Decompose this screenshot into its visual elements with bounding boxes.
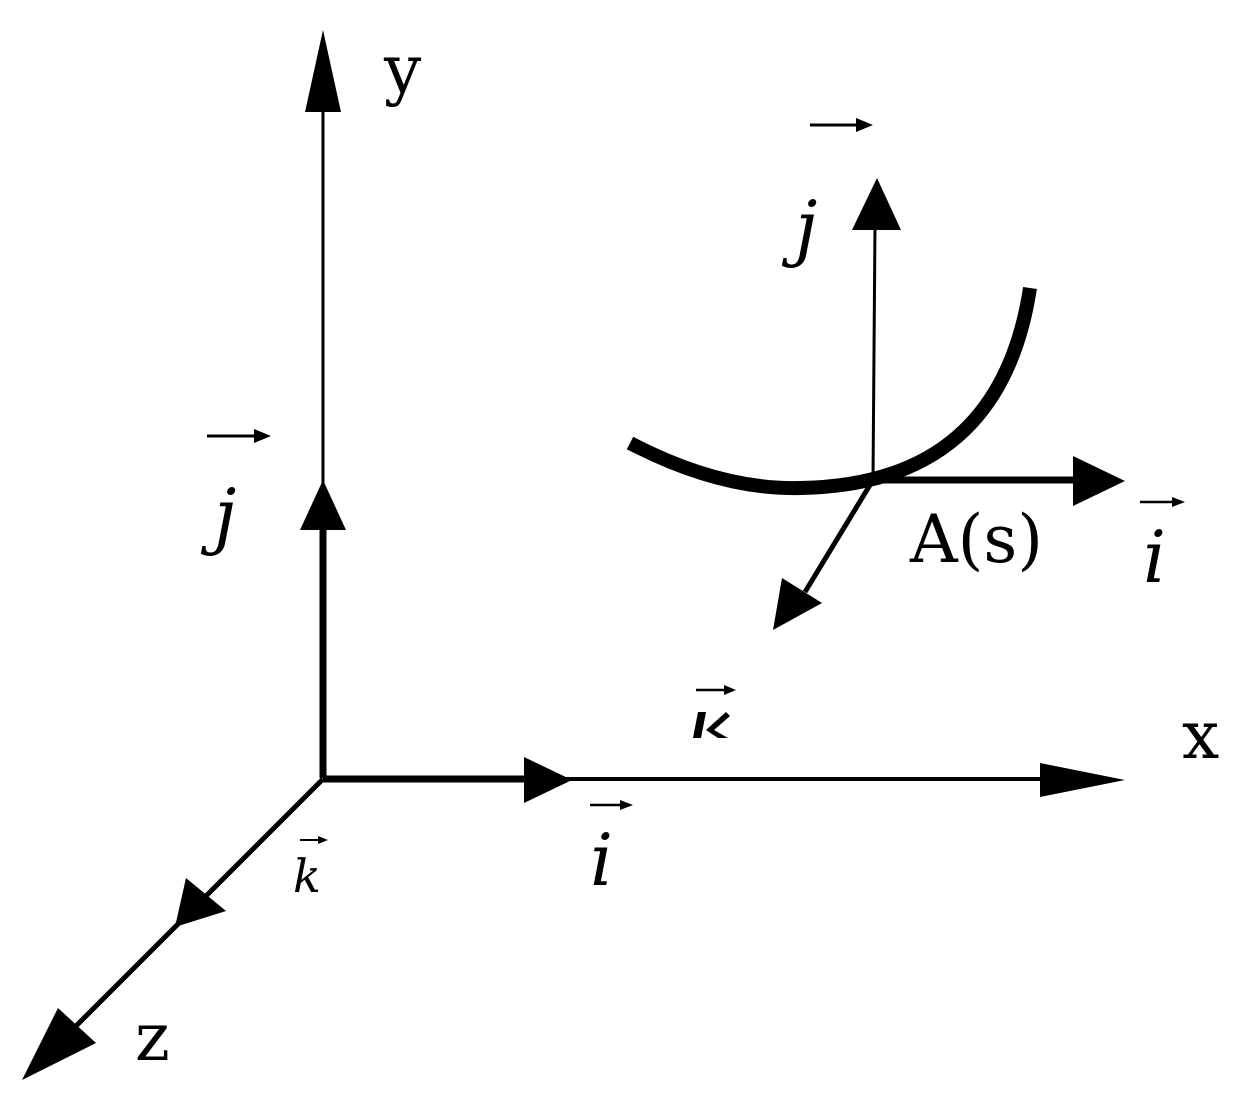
j-vector-label: j (200, 473, 236, 557)
local-k-vector (802, 478, 876, 594)
local-j-vector-arrowhead (852, 178, 901, 230)
x-axis-label: x (1182, 697, 1219, 774)
local-j-vector (871, 224, 877, 481)
i-vector-label: i (590, 818, 613, 902)
local-k-vector-arrowhead (773, 578, 822, 630)
k-unit-vector-arrowhead (175, 878, 226, 927)
point-label: A(s) (909, 501, 1043, 578)
y-axis-arrowhead (305, 30, 341, 112)
local-i-vector-label: i (1143, 515, 1166, 599)
z-axis-label: z (135, 999, 170, 1076)
local-j-vector-label: j (781, 185, 817, 269)
j-unit-vector-arrowhead (300, 480, 346, 530)
x-axis-arrowhead (1040, 763, 1125, 797)
z-axis-arrowhead (22, 1008, 96, 1080)
i-unit-vector-arrowhead (524, 757, 572, 803)
local-i-vector-arrowhead (1073, 456, 1125, 506)
vector-arrow-marks (207, 118, 1185, 844)
y-axis-label: y (383, 31, 422, 108)
clipped-k-glyph (693, 712, 730, 738)
k-vector-label: k (293, 849, 321, 903)
curve (626, 286, 1037, 496)
